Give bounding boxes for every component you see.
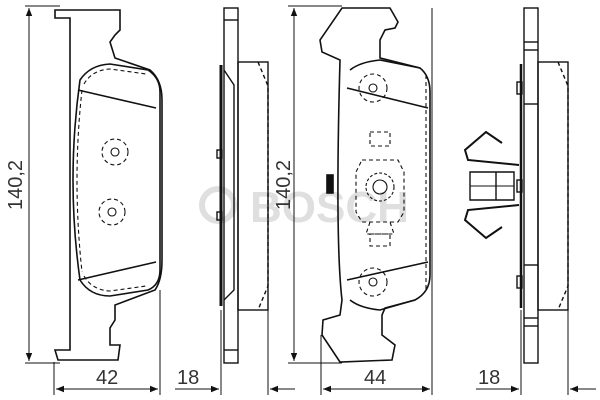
pad-1-width-label: 42 bbox=[96, 367, 118, 389]
pad-2-height-label: 140,2 bbox=[273, 160, 295, 210]
pad-1-height-dimension bbox=[25, 5, 60, 364]
pad-1-thickness-label: 18 bbox=[177, 367, 199, 389]
pad-2-side-view bbox=[516, 7, 569, 364]
retaining-clip bbox=[463, 130, 520, 240]
watermark: BOSCH bbox=[199, 183, 409, 232]
pad-2-thickness-label: 18 bbox=[478, 367, 500, 389]
pad-2-height-dimension bbox=[288, 5, 342, 364]
pad-1-width-dimension bbox=[53, 290, 161, 395]
pad-1-height-label: 140,2 bbox=[5, 160, 27, 210]
pad-2-width-dimension bbox=[320, 8, 433, 395]
pad-1-front-view bbox=[53, 9, 163, 361]
pad-2-thickness-dimension bbox=[476, 290, 596, 395]
pad-1-thickness-dimension bbox=[175, 290, 295, 395]
pad-2-width-label: 44 bbox=[364, 367, 386, 389]
pad-1-side-view bbox=[216, 7, 269, 364]
pad-2-front-view bbox=[319, 7, 431, 363]
